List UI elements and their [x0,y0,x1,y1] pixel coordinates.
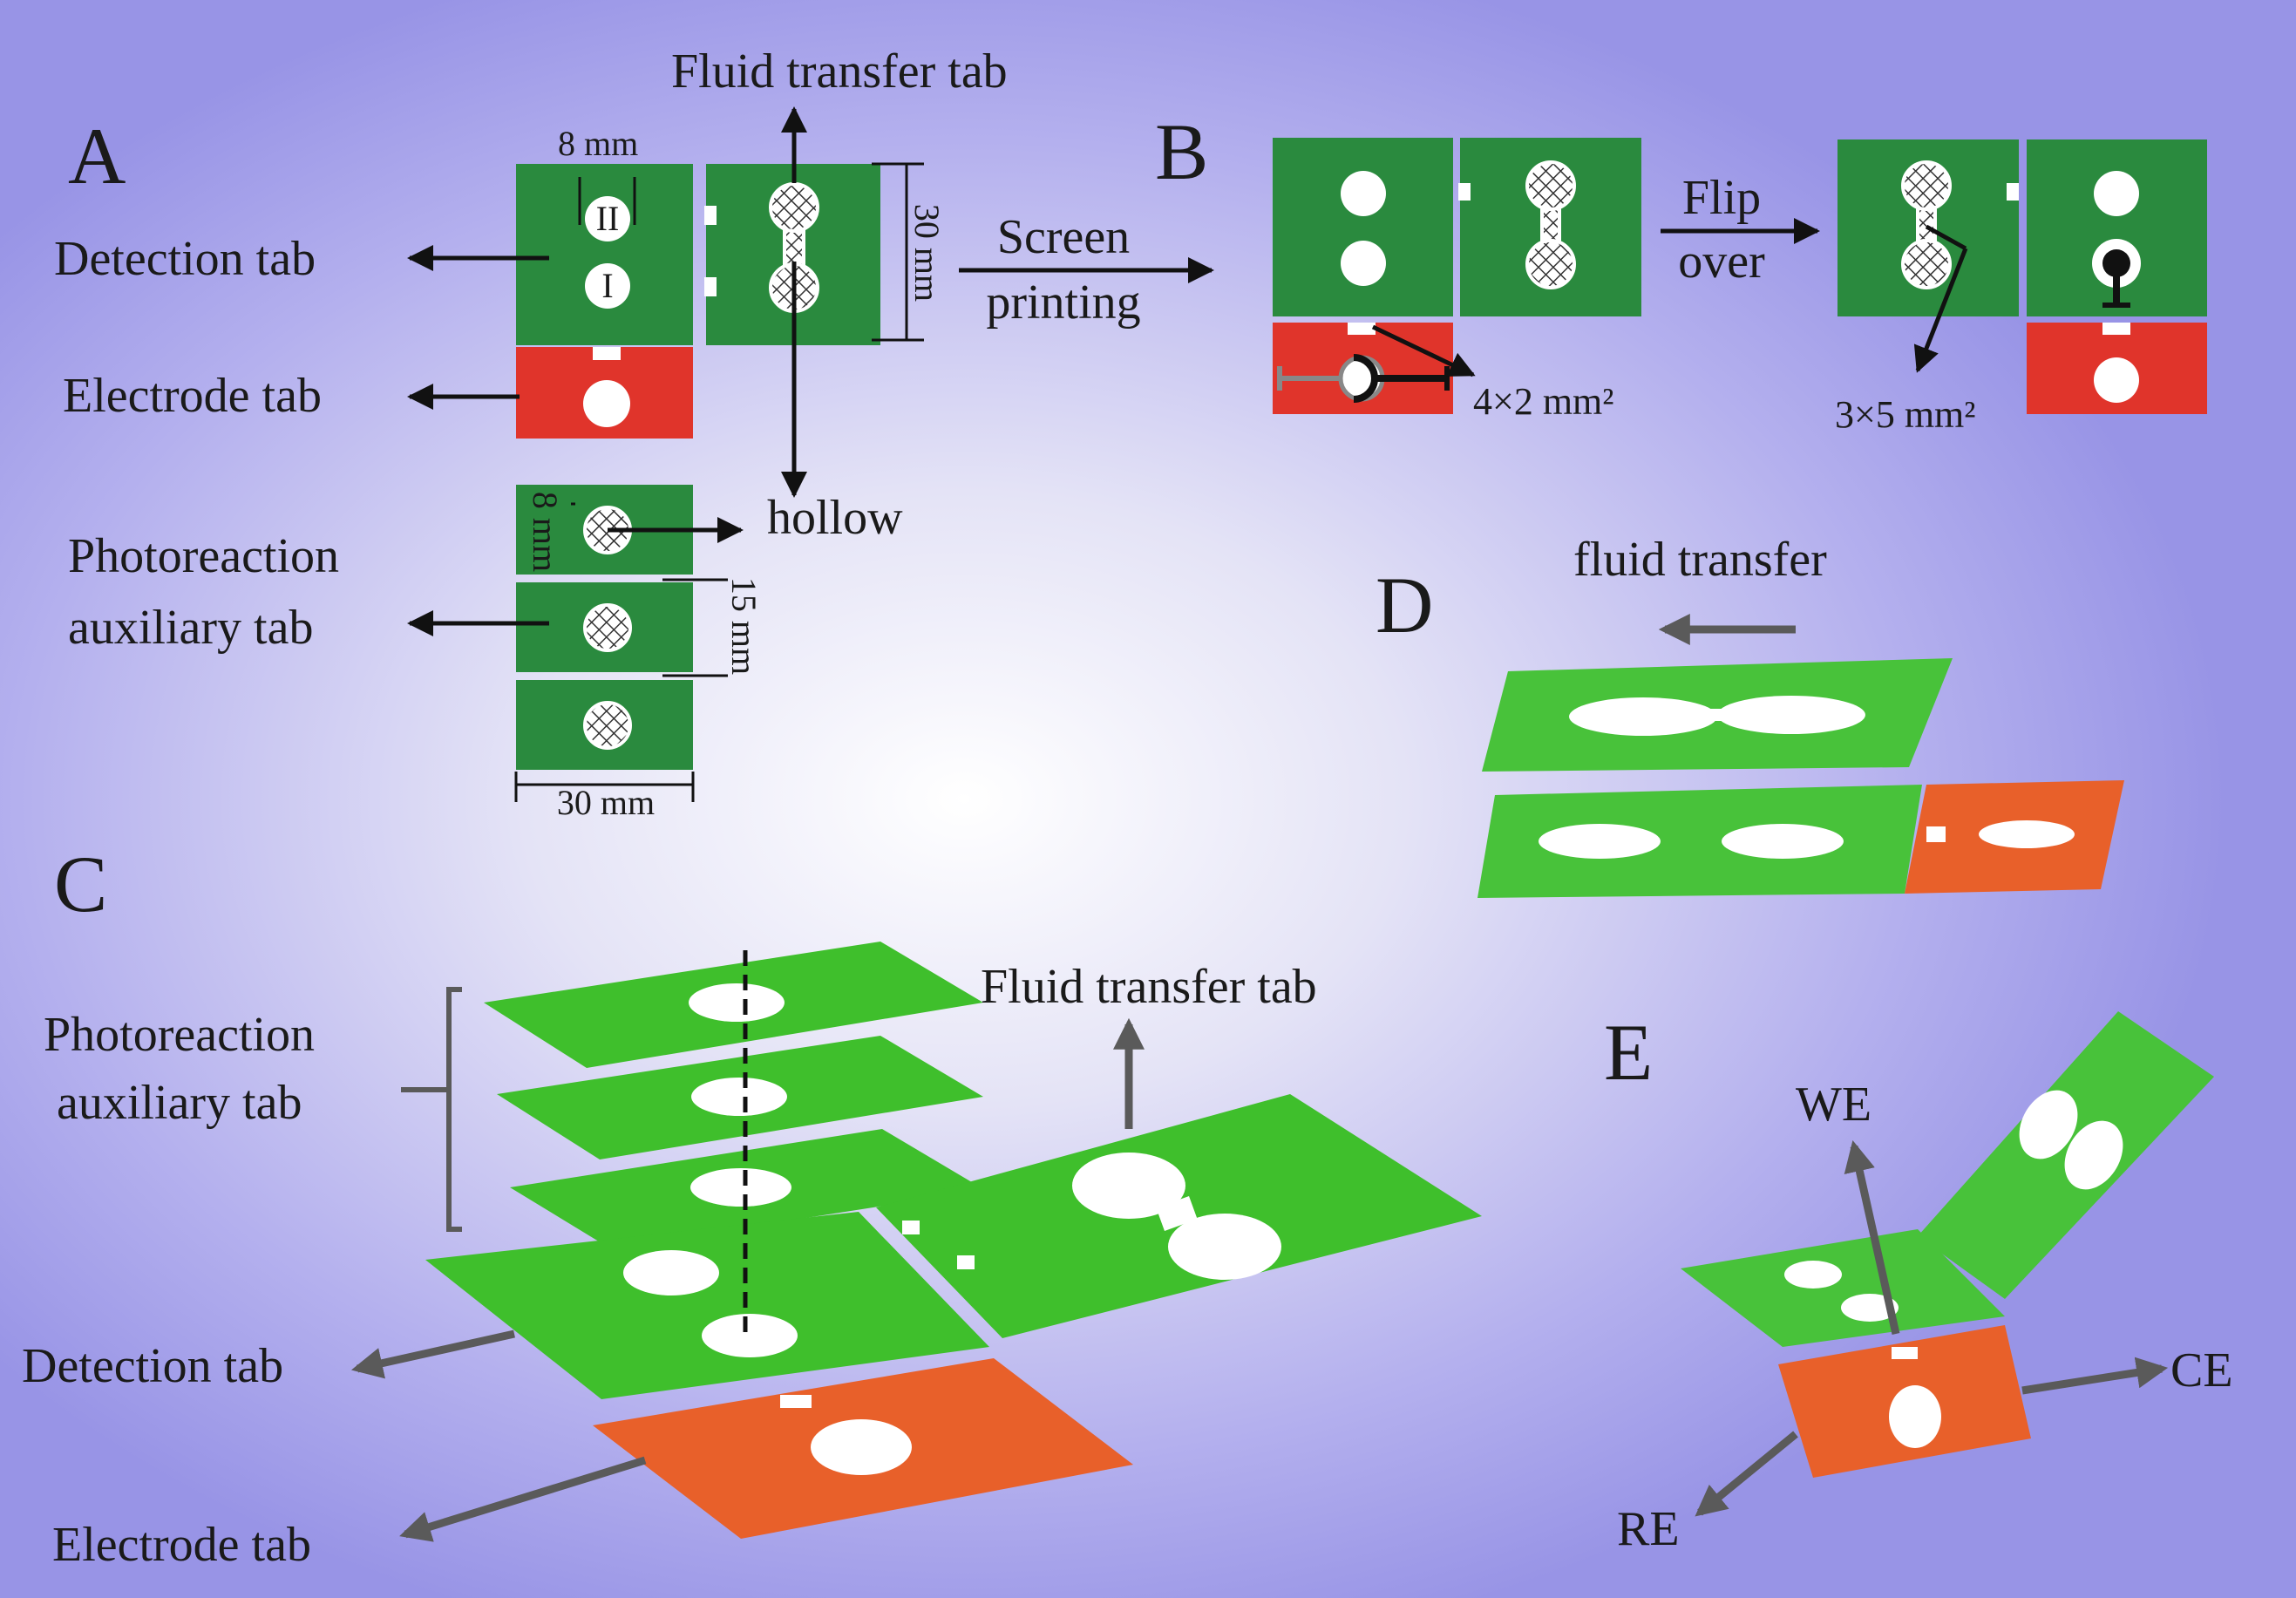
label-photoreaction-a-1: Photoreaction [68,529,339,583]
label-area-3x5: 3×5 mm² [1835,393,1975,436]
circle-label-ii: II [596,199,620,238]
fluid-transfer-layer-c [876,1094,1482,1338]
dim-30mm-side: 30 mm [907,204,947,302]
detection-layer-c [425,1212,989,1399]
panel-d: D fluid transfer [1376,533,2124,898]
label-printing: printing [986,275,1140,330]
label-over: over [1678,235,1765,289]
label-electrode-tab-c: Electrode tab [52,1518,311,1572]
circle-label-i: I [601,266,613,305]
electrode-layer-e [1778,1325,2031,1478]
label-fluid-transfer-d: fluid transfer [1573,533,1827,587]
label-hollow: hollow [767,491,903,545]
label-re: RE [1617,1502,1680,1556]
panel-label-a: A [68,112,126,201]
photoreaction-layers-c [484,942,985,1248]
panel-e: E WE CE RE [1604,1008,2233,1556]
detection-electrode-layer-d [1477,780,2124,898]
label-we: WE [1796,1078,1871,1132]
electrode-tab-a [516,347,693,439]
dim-8mm-top: 8 mm [558,124,638,163]
label-photoreaction-c-2: auxiliary tab [57,1076,302,1130]
label-fluid-transfer-tab-c: Fluid transfer tab [981,960,1317,1014]
dim-30mm-bottom: 30 mm [557,783,655,822]
detection-layer-e [1681,1229,2005,1347]
label-screen: Screen [997,210,1130,264]
label-photoreaction-c-1: Photoreaction [44,1008,315,1062]
fluid-layer-d [1482,658,1953,772]
panel-label-c: C [54,840,107,928]
label-photoreaction-a-2: auxiliary tab [68,601,313,655]
label-electrode-tab-a: Electrode tab [63,369,322,423]
label-area-4x2: 4×2 mm² [1473,380,1613,423]
panel-c: C [22,840,1482,1572]
dim-15mm: 15 mm [724,577,764,675]
panel-b: B 4×2 mm² Flip over [1155,107,2207,436]
folded-fluid-layer-e [1918,1011,2214,1299]
panel-a: A II I [54,44,1214,822]
dim-8mm-side: 8 mm [526,492,565,572]
electrode-layer-c [593,1358,1133,1539]
panel-label-b: B [1155,107,1208,196]
fluid-transfer-tab-a [704,164,880,345]
label-ce: CE [2170,1343,2233,1397]
panel-label-d: D [1376,561,1433,649]
label-detection-tab-c: Detection tab [22,1339,283,1393]
panel-label-e: E [1604,1008,1653,1097]
label-flip: Flip [1682,171,1761,225]
detection-tab-a: II I [516,164,693,345]
label-fluid-transfer-tab-a: Fluid transfer tab [671,44,1008,99]
label-detection-tab-a: Detection tab [54,232,316,286]
